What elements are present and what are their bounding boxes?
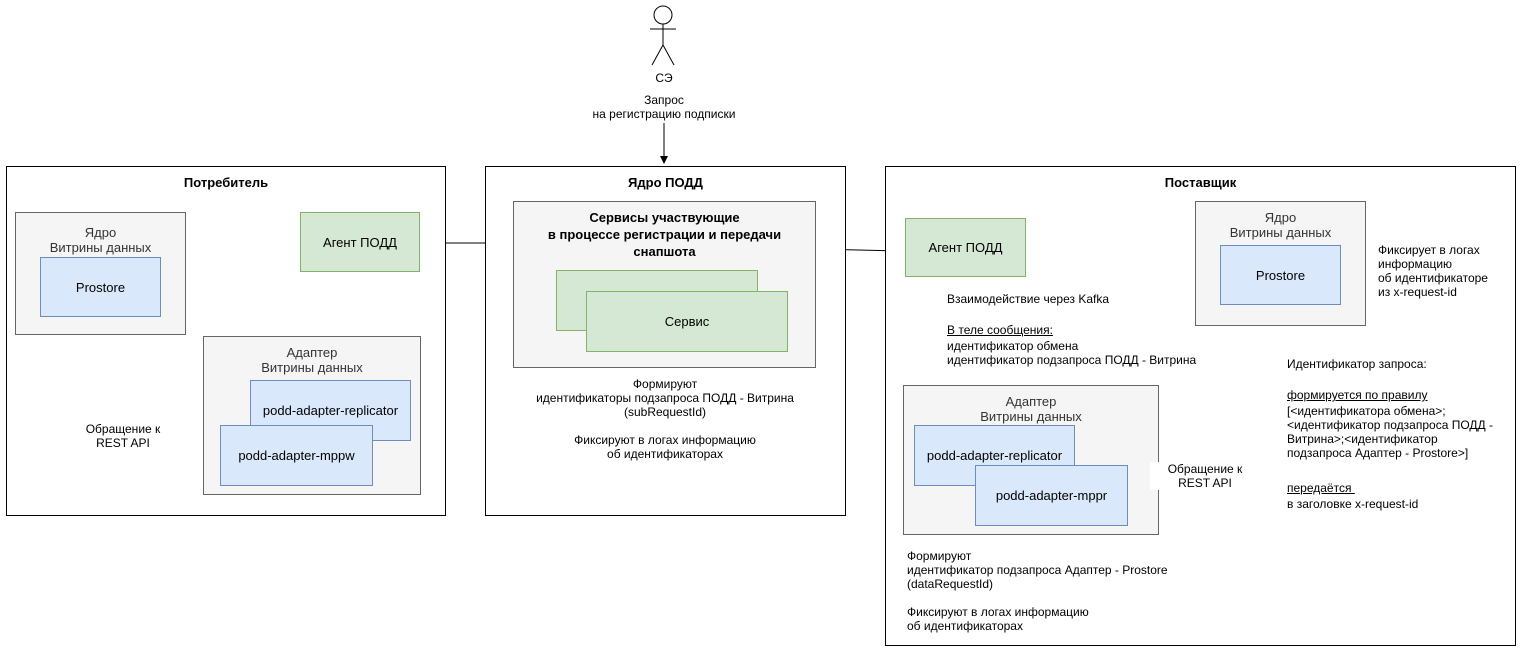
supplier-adapter-note: Формируют идентификатор подзапроса Адапт… [907,549,1168,633]
services-title: Сервисы участвующие в процессе регистрац… [547,210,782,259]
actor-label: СЭ [655,71,673,85]
supplier-rest-label: Обращение к REST API [1150,462,1260,490]
core-podd-title: Ядро ПОДД [628,175,703,190]
consumer-title: Потребитель [183,175,269,190]
service-box[interactable]: Сервис [586,291,788,352]
consumer-agent[interactable]: Агент ПОДД [300,212,420,272]
core-podd-note: Формируют идентификаторы подзапроса ПОДД… [536,377,794,461]
consumer-core-title: Ядро Витрины данных [49,225,152,255]
consumer-replicator[interactable]: podd-adapter-replicator [250,380,411,441]
supplier-core-title: Ядро Витрины данных [1229,210,1332,240]
consumer-mppw[interactable]: podd-adapter-mppw [220,425,373,486]
request-label: Запрос на регистрацию подписки [564,93,764,121]
supplier-prostore[interactable]: Prostore [1220,245,1341,305]
supplier-title: Поставщик [1164,175,1237,190]
reqid-passed-heading: передаётся [1287,481,1355,495]
consumer-rest-label: Обращение к REST API [63,422,183,450]
body-heading: В теле сообщения: [947,323,1053,337]
supplier-mppr[interactable]: podd-adapter-mppr [975,465,1128,526]
supplier-core-note: Фиксирует в логах информацию об идентифи… [1378,243,1488,299]
body-lines: идентификатор обмена идентификатор подза… [947,339,1197,367]
reqid-title: Идентификатор запроса: [1287,357,1427,371]
reqid-rule: [<идентификатора обмена>; <идентификатор… [1287,404,1493,460]
consumer-prostore[interactable]: Prostore [40,257,161,317]
supplier-adapter-title: Адаптер Витрины данных [980,394,1082,424]
reqid-rule-heading: формируется по правилу [1287,388,1428,402]
consumer-adapter-title: Адаптер Витрины данных [261,345,363,375]
supplier-agent[interactable]: Агент ПОДД [905,218,1026,277]
actor-icon [650,5,676,66]
reqid-passed: в заголовке x-request-id [1287,497,1419,511]
kafka-label: Взаимодействие через Kafka [947,292,1110,306]
